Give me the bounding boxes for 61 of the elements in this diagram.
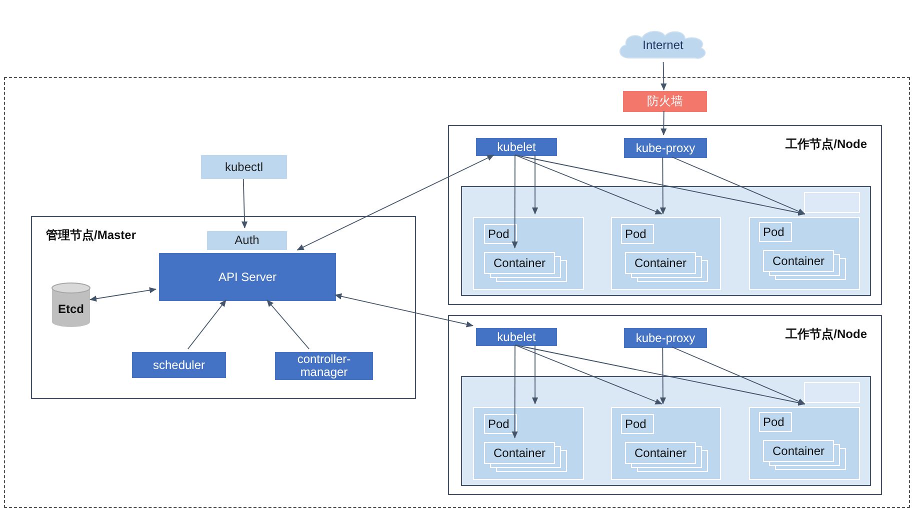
pod-label: Pod <box>759 412 792 432</box>
firewall-box: 防火墙 <box>623 91 707 112</box>
arrow <box>514 154 662 214</box>
tag-box <box>804 382 860 403</box>
component-box: kubectl <box>200 154 288 180</box>
arrow <box>187 300 226 350</box>
node-label: Etcd <box>58 302 84 316</box>
arrow <box>672 156 806 214</box>
group-title: 工作节点/Node <box>786 138 867 151</box>
cluster-boundary <box>4 77 910 508</box>
arrow <box>266 300 310 350</box>
group-title: 管理节点/Master <box>46 229 136 242</box>
component-box: kubelet <box>475 137 558 157</box>
pod-label: Pod <box>484 414 517 434</box>
container-box: Container <box>625 252 696 274</box>
runtime-box <box>461 376 871 486</box>
arrow <box>334 293 474 328</box>
group-title: 工作节点/Node <box>786 328 867 341</box>
arrow <box>296 154 494 250</box>
arrow <box>514 344 662 404</box>
pod-label: Pod <box>484 224 517 244</box>
arrow <box>672 346 806 404</box>
arrow <box>512 154 518 248</box>
arrow <box>532 344 538 404</box>
node-group-box <box>31 216 416 399</box>
arrow <box>512 344 518 438</box>
component-box: scheduler <box>131 351 227 379</box>
arrow <box>660 346 666 404</box>
pod-group-box <box>473 217 584 290</box>
component-box: kube-proxy <box>623 137 708 159</box>
pod-group-box <box>611 217 721 290</box>
runtime-box <box>461 186 871 296</box>
arrow <box>514 154 806 216</box>
component-box: Auth <box>206 230 288 251</box>
arrow <box>660 62 667 90</box>
component-box: controller-manager <box>274 351 374 381</box>
container-box: Container <box>625 442 696 464</box>
container-box: Container <box>763 440 834 462</box>
pod-label: Pod <box>759 222 792 242</box>
arrow <box>514 344 806 406</box>
arrow <box>241 178 248 228</box>
tag-box <box>804 192 860 213</box>
node-label: Internet <box>642 38 684 52</box>
pod-group-box <box>611 407 721 480</box>
pod-label: Pod <box>621 224 654 244</box>
container-box: Container <box>484 442 555 464</box>
container-box: Container <box>484 252 555 274</box>
arrow <box>660 156 666 214</box>
node-group-box <box>448 315 882 495</box>
component-box: kube-proxy <box>623 327 708 349</box>
pod-label: Pod <box>621 414 654 434</box>
arrow <box>90 287 156 302</box>
arrow <box>532 154 538 214</box>
component-box: kubelet <box>475 327 558 347</box>
node-group-box <box>448 125 882 305</box>
pod-group-box <box>473 407 584 480</box>
container-box: Container <box>763 250 834 272</box>
pod-group-box <box>749 217 860 290</box>
pod-group-box <box>749 407 860 480</box>
component-box: API Server <box>158 252 337 302</box>
arrow <box>660 110 667 136</box>
